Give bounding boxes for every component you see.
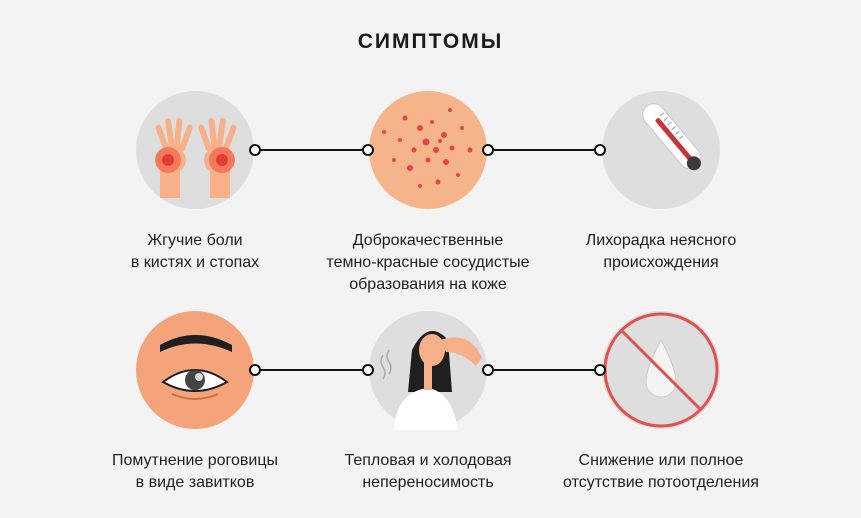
symptom-label-line: образования на коже: [349, 276, 507, 293]
symptom-label-2: Доброкачественные темно-красные сосудист…: [308, 230, 548, 296]
symptoms-row-1: [136, 91, 720, 209]
symptom-label-4: Помутнение роговицы в виде завитков: [75, 450, 315, 494]
symptom-label-5: Тепловая и холодовая непереносимость: [308, 450, 548, 494]
symptom-label-line: происхождения: [603, 254, 719, 271]
connector-dot: [594, 144, 606, 156]
symptom-label-line: Снижение или полное: [578, 452, 744, 469]
woman-heat-icon: [369, 311, 487, 430]
symptom-label-1: Жгучие боли в кистях и стопах: [75, 230, 315, 274]
symptom-label-line: Жгучие боли: [147, 232, 243, 249]
connector-dot: [249, 364, 261, 376]
thermometer-icon: [602, 91, 720, 209]
symptom-label-line: в кистях и стопах: [130, 254, 260, 271]
burning-hands-icon: [136, 91, 254, 209]
no-sweat-drop-icon: [602, 311, 720, 429]
symptom-label-line: в виде завитков: [135, 474, 255, 491]
connector-dot: [594, 364, 606, 376]
symptom-label-line: Лихорадка неясного: [585, 232, 737, 249]
symptoms-row-2: [136, 311, 720, 430]
skin-rash-icon: [369, 91, 487, 209]
page-title: СИМПТОМЫ: [357, 30, 504, 53]
symptom-label-line: Помутнение роговицы: [111, 452, 279, 469]
symptom-label-3: Лихорадка неясного происхождения: [541, 230, 781, 274]
eye-icon: [136, 311, 254, 429]
symptom-label-line: отсутствие потоотделения: [563, 474, 759, 491]
symptom-label-6: Снижение или полное отсутствие потоотдел…: [541, 450, 781, 494]
connector-dot: [249, 144, 261, 156]
symptom-label-line: непереносимость: [362, 474, 494, 491]
connector-dot: [482, 144, 494, 156]
symptom-label-line: Тепловая и холодовая: [344, 452, 512, 469]
connector-dot: [362, 364, 374, 376]
symptom-label-line: Доброкачественные: [352, 232, 504, 249]
symptom-label-line: темно-красные сосудистые: [326, 254, 530, 271]
connector-dot: [362, 144, 374, 156]
connector-dot: [482, 364, 494, 376]
